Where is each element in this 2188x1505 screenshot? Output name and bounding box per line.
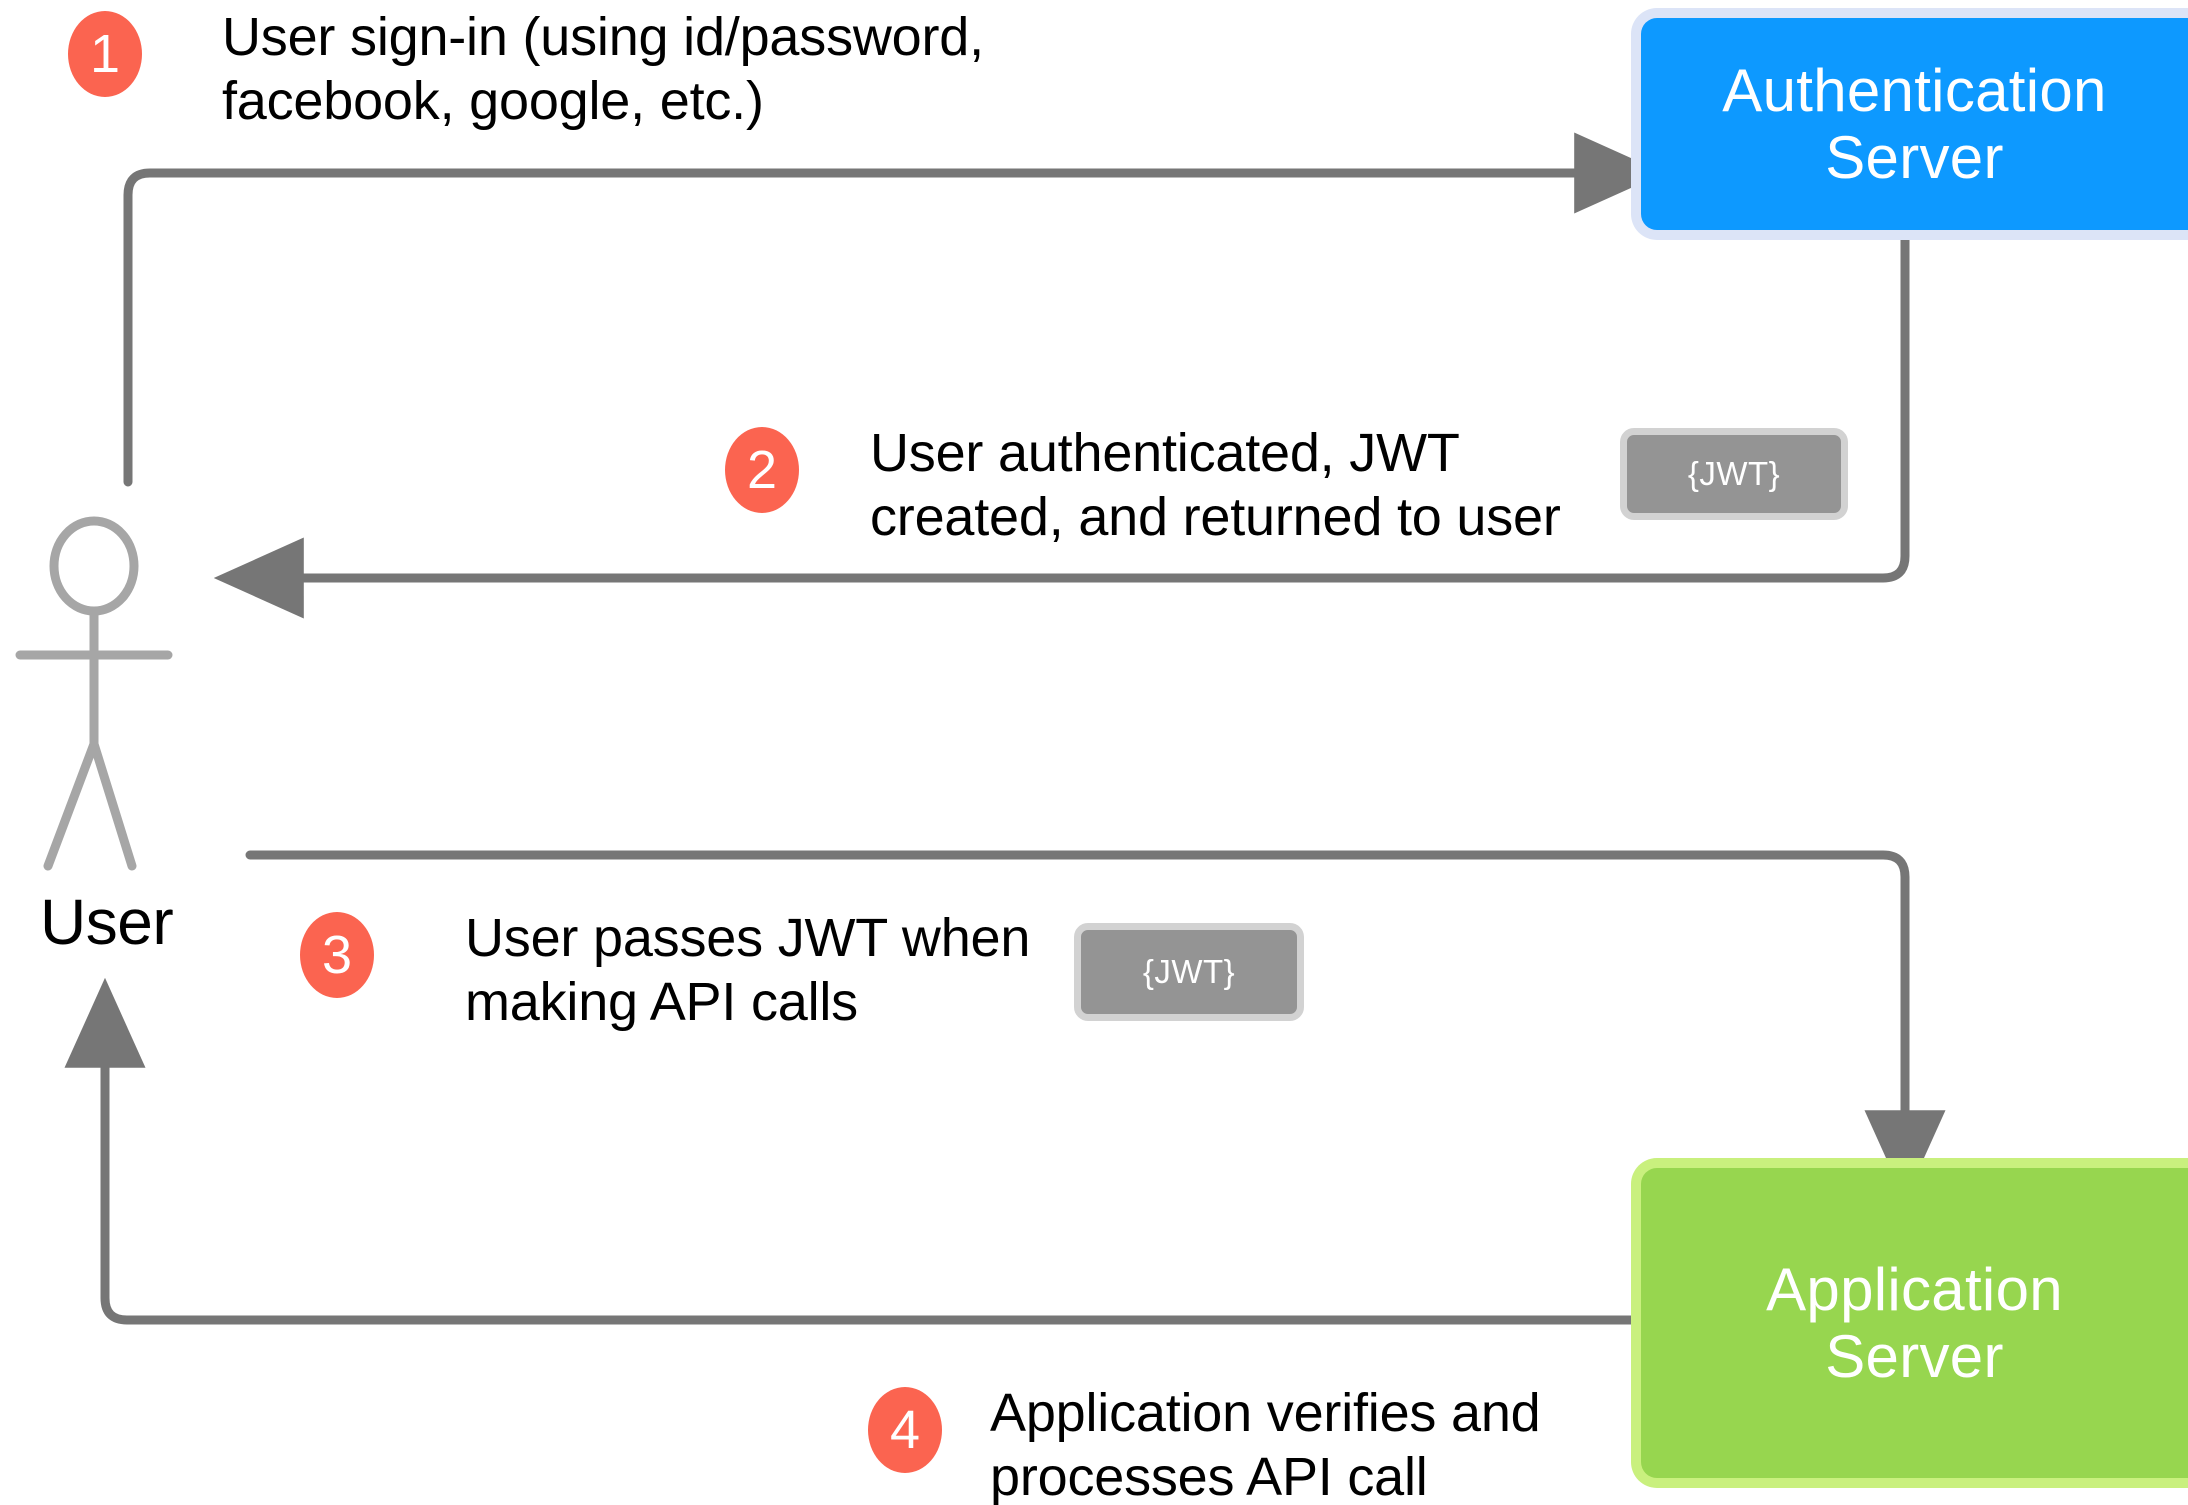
user-actor [15, 516, 173, 871]
jwt-token-chip-auth-label: {JWT} [1687, 455, 1781, 492]
connector-step-4 [64, 977, 1637, 1325]
node-authentication-server[interactable]: Authentication Server [1631, 8, 2188, 240]
connector-step-2 [213, 235, 1910, 619]
node-authentication-server-label: Authentication Server [1722, 56, 2107, 191]
stick-figure-icon [15, 516, 173, 871]
step-badge-4: 4 [868, 1387, 942, 1473]
node-application-server-label: Application Server [1766, 1255, 2063, 1390]
step-badge-2-number: 2 [746, 440, 778, 500]
step-caption-4: Application verifies and processes API c… [990, 1383, 1541, 1505]
jwt-token-chip-api: {JWT} [1074, 923, 1304, 1021]
step-badge-2: 2 [725, 427, 799, 513]
connector-step-3 [245, 850, 1946, 1201]
jwt-token-chip-api-label: {JWT} [1142, 953, 1236, 990]
step-badge-1: 1 [68, 11, 142, 97]
step-badge-3-number: 3 [321, 925, 353, 985]
user-label: User [40, 886, 174, 958]
step-caption-3: User passes JWT when making API calls [465, 908, 1031, 1032]
step-caption-1: User sign-in (using id/password, faceboo… [222, 7, 984, 131]
jwt-token-chip-auth: {JWT} [1620, 428, 1848, 520]
node-application-server[interactable]: Application Server [1631, 1158, 2188, 1488]
connector-step-1 [123, 132, 1665, 487]
step-caption-2: User authenticated, JWT created, and ret… [870, 423, 1561, 547]
step-badge-3: 3 [300, 912, 374, 998]
step-badge-4-number: 4 [889, 1400, 921, 1460]
step-badge-1-number: 1 [89, 24, 121, 84]
